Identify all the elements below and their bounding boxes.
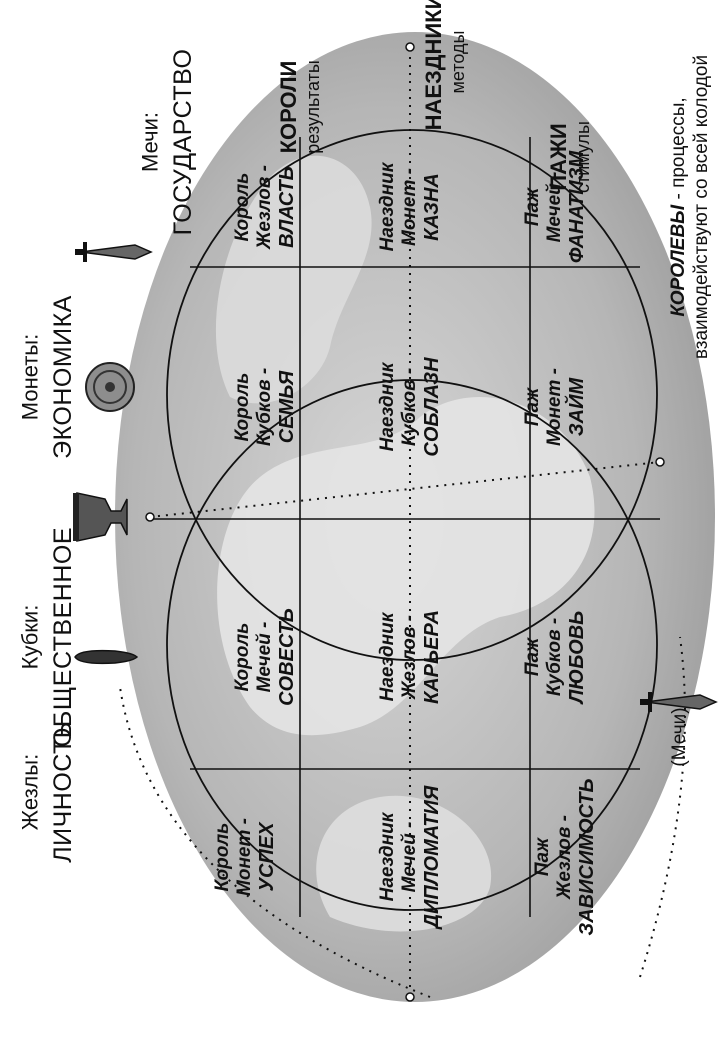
grid-cell-king-wands: Король Жезлов - ВЛАСТЬ bbox=[232, 165, 298, 249]
cell-l2: Жезлов - bbox=[254, 165, 276, 249]
grid-cell-page-coins: Паж Монет - ЗАЙМ bbox=[522, 368, 588, 446]
cell-l1: Паж bbox=[532, 778, 554, 935]
band-knights-title: НАЕЗДНИКИ bbox=[421, 0, 447, 130]
suit-label-swords: Мечи: bbox=[137, 112, 164, 172]
node-point-right bbox=[406, 43, 414, 51]
cell-l1: Наездник bbox=[377, 610, 399, 704]
cell-l3: ДИПЛОМАТИЯ bbox=[421, 786, 443, 929]
suit-label-wands: Жезлы: bbox=[17, 754, 44, 830]
suit-coins-name: ЭКОНОМИКА bbox=[48, 295, 78, 459]
cell-l2: Монет - bbox=[234, 818, 256, 896]
cell-l2: Монет - bbox=[544, 368, 566, 446]
band-knights-sub: методы bbox=[447, 0, 469, 130]
grid-cell-king-cups: Король Кубков - СЕМЬЯ bbox=[232, 368, 298, 446]
cell-l2: Кубков - bbox=[254, 368, 276, 446]
grid-cell-knight-cups: Наездник Кубков - СОБЛАЗН bbox=[377, 357, 443, 456]
cell-l3: ВЛАСТЬ bbox=[276, 165, 298, 249]
suit-label-coins: Монеты: bbox=[17, 334, 44, 420]
cell-l1: Наездник bbox=[377, 163, 399, 252]
suit-swords-title: Мечи: bbox=[137, 112, 164, 172]
cell-l2: Жезлов - bbox=[554, 778, 576, 935]
cell-l3: СОВЕСТЬ bbox=[276, 608, 298, 706]
band-kings-title: КОРОЛИ bbox=[276, 60, 302, 154]
suit-coins-title: Монеты: bbox=[17, 334, 44, 420]
cell-l1: Паж bbox=[522, 611, 544, 704]
cell-l1: Король bbox=[232, 165, 254, 249]
band-knights: НАЕЗДНИКИ методы bbox=[421, 0, 469, 130]
node-point-left bbox=[406, 993, 414, 1001]
cell-l1: Наездник bbox=[377, 786, 399, 929]
swords-note: (Мечи) bbox=[669, 707, 691, 766]
cell-l3: ФАНАТИЗМ bbox=[566, 151, 588, 263]
band-kings: КОРОЛИ результаты bbox=[276, 60, 324, 154]
suit-label-swords-name: ГОСУДАРСТВО bbox=[168, 49, 198, 236]
queens-note: КОРОЛЕВЫ - процессы, взаимодействуют со … bbox=[667, 55, 713, 359]
node-point-top bbox=[146, 513, 154, 521]
cell-l1: Король bbox=[212, 818, 234, 896]
cell-l1: Паж bbox=[522, 151, 544, 263]
queens-sub: взаимодействуют со всей колодой bbox=[690, 55, 713, 359]
cell-l1: Наездник bbox=[377, 357, 399, 456]
cell-l2: Мечей - bbox=[544, 151, 566, 263]
suit-label-coins-name: ЭКОНОМИКА bbox=[48, 295, 78, 459]
cell-l2: Жезлов - bbox=[399, 610, 421, 704]
node-point-bottom bbox=[656, 458, 664, 466]
band-kings-sub: результаты bbox=[302, 60, 324, 154]
suit-wands-title: Жезлы: bbox=[17, 754, 44, 830]
queens-title: КОРОЛЕВЫ bbox=[668, 205, 689, 317]
cell-l3: СОБЛАЗН bbox=[421, 357, 443, 456]
grid-cell-king-swords: Король Мечей - СОВЕСТЬ bbox=[232, 608, 298, 706]
sword-icon bbox=[75, 242, 151, 262]
cell-l2: Монет - bbox=[399, 163, 421, 252]
queens-dash: - процессы, bbox=[668, 97, 689, 204]
cell-l2: Мечей - bbox=[254, 608, 276, 706]
cell-l2: Кубков - bbox=[399, 357, 421, 456]
grid-cell-page-cups: Паж Кубков - ЛЮБОВЬ bbox=[522, 611, 588, 704]
wand-icon bbox=[75, 651, 137, 664]
coin-icon bbox=[86, 363, 134, 411]
suit-cups-title: Кубки: bbox=[17, 605, 44, 670]
queens-line-1: КОРОЛЕВЫ - процессы, bbox=[667, 55, 690, 359]
suit-swords-name: ГОСУДАРСТВО bbox=[168, 49, 198, 236]
grid-cell-king-coins: Король Монет - УСПЕХ bbox=[212, 818, 278, 896]
suit-cups-name: ОБЩЕСТВЕННОЕ bbox=[48, 527, 78, 747]
cell-l1: Король bbox=[232, 608, 254, 706]
cell-l3: СЕМЬЯ bbox=[276, 368, 298, 446]
cell-l2: Мечей - bbox=[399, 786, 421, 929]
cell-l3: ЛЮБОВЬ bbox=[566, 611, 588, 704]
cell-l3: ЗАЙМ bbox=[566, 368, 588, 446]
grid-cell-knight-coins: Наездник Монет - КАЗНА bbox=[377, 163, 443, 252]
cell-l1: Паж bbox=[522, 368, 544, 446]
grid-cell-knight-wands: Наездник Жезлов - КАРЬЕРА bbox=[377, 610, 443, 704]
cell-l3: ЗАВИСИМОСТЬ bbox=[576, 778, 598, 935]
suit-label-cups-name: ОБЩЕСТВЕННОЕ bbox=[48, 527, 78, 747]
grid-cell-knight-swords: Наездник Мечей - ДИПЛОМАТИЯ bbox=[377, 786, 443, 929]
cell-l1: Король bbox=[232, 368, 254, 446]
cell-l2: Кубков - bbox=[544, 611, 566, 704]
cell-l3: КАЗНА bbox=[421, 163, 443, 252]
cell-l3: КАРЬЕРА bbox=[421, 610, 443, 704]
cell-l3: УСПЕХ bbox=[256, 818, 278, 896]
suit-label-cups: Кубки: bbox=[17, 605, 44, 670]
grid-cell-page-wands: Паж Жезлов - ЗАВИСИМОСТЬ bbox=[532, 778, 598, 935]
grid-cell-page-swords: Паж Мечей - ФАНАТИЗМ bbox=[522, 151, 588, 263]
